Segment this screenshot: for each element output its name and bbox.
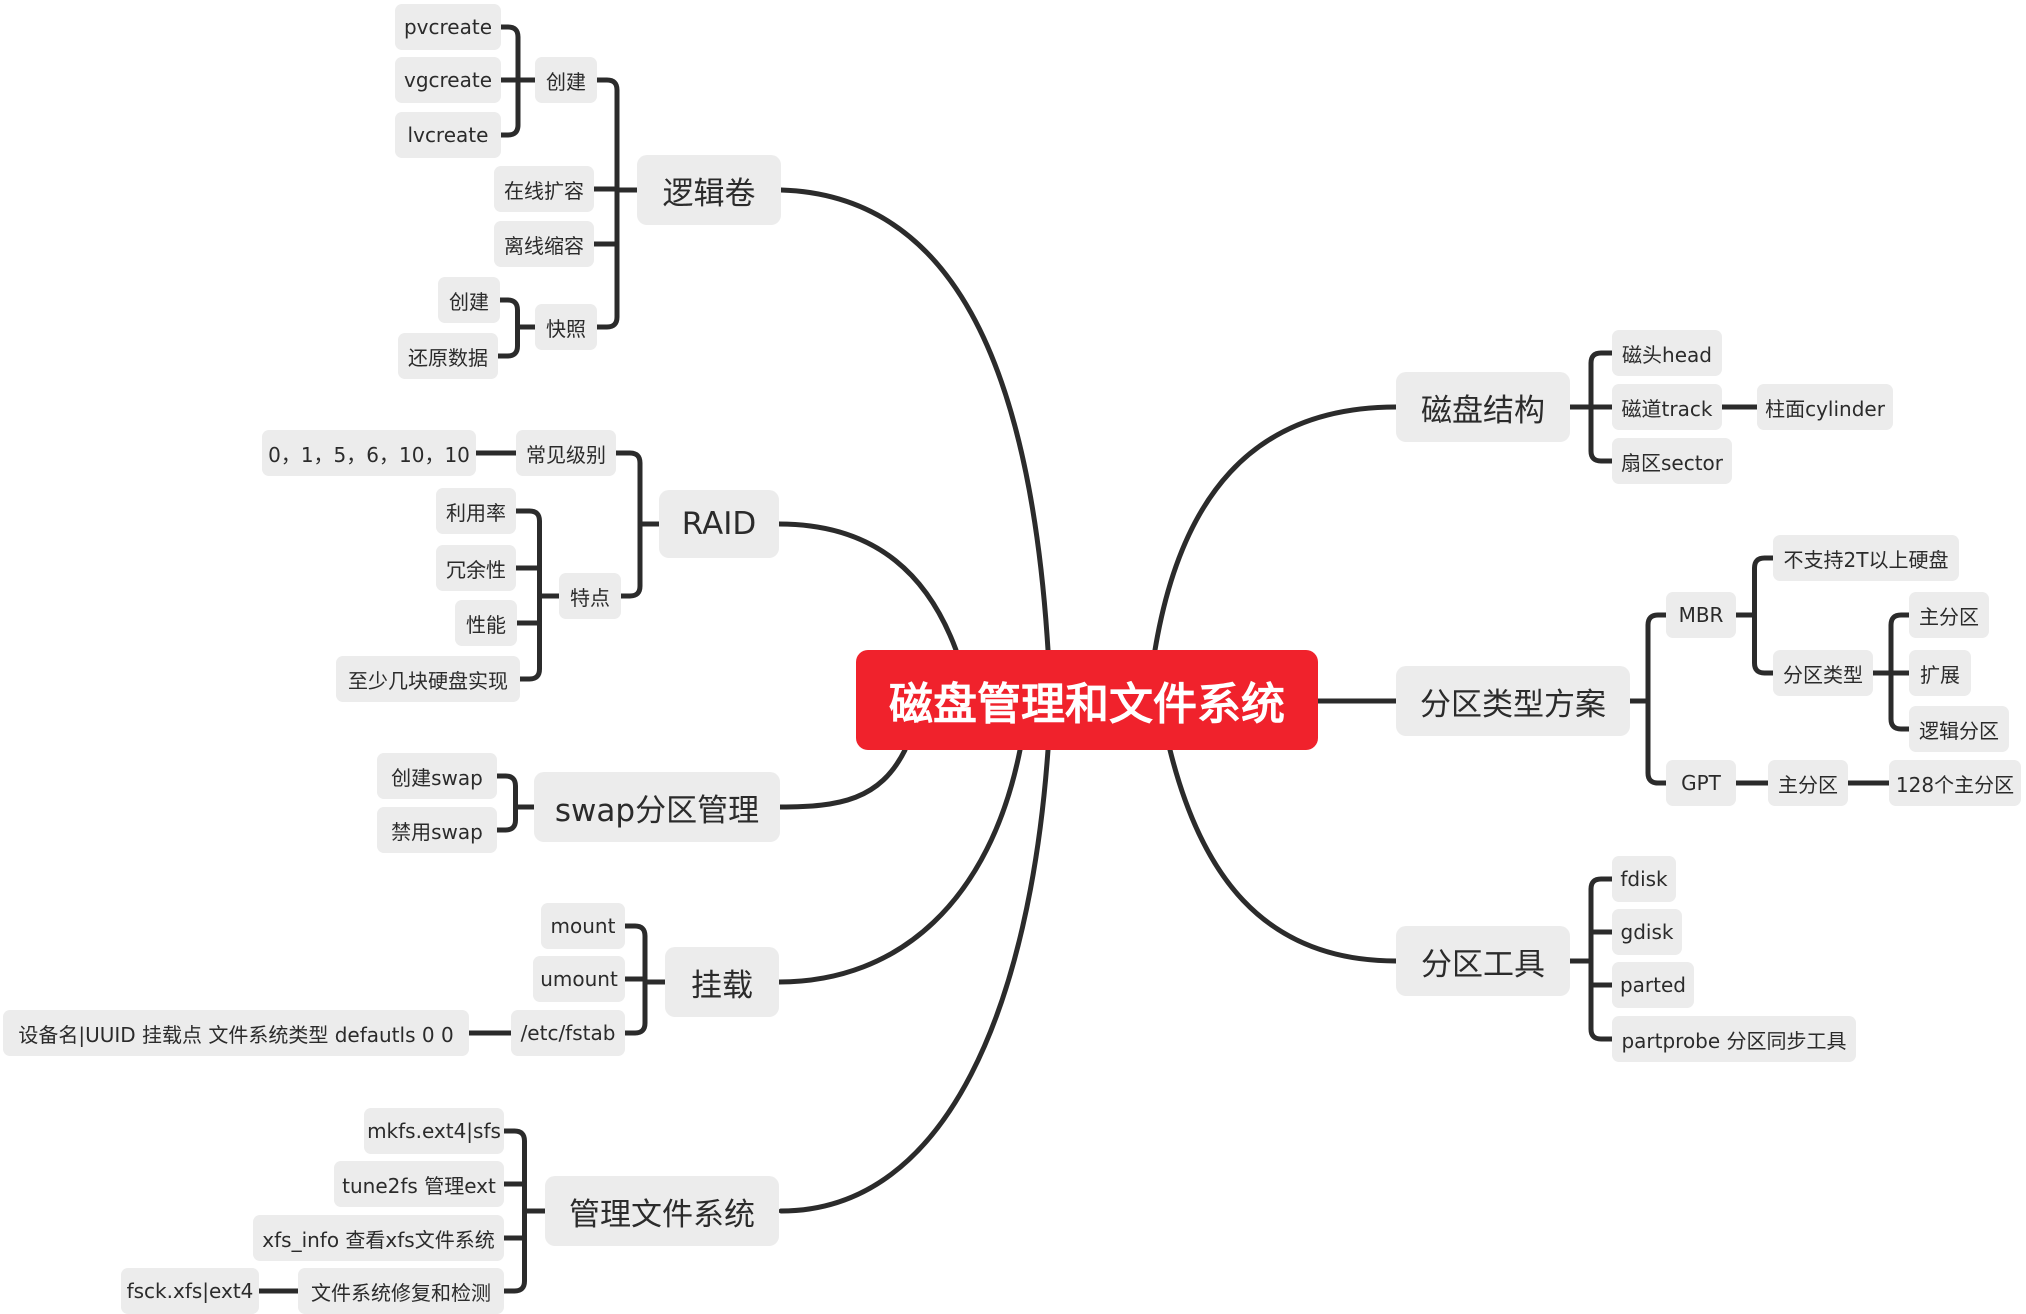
subtopic-lvcreate[interactable]: lvcreate [395, 112, 501, 158]
subtopic-create-swap[interactable]: 创建swap [377, 753, 497, 799]
fs-bracket [501, 1128, 527, 1294]
subtopic-fstab-format[interactable]: 设备名|UUID 挂载点 文件系统类型 defautls 0 0 [3, 1010, 469, 1056]
branch-filesystem [778, 747, 1051, 1214]
subtopic-parted[interactable]: parted [1612, 962, 1694, 1008]
subtopic-head[interactable]: 磁头head [1612, 330, 1722, 376]
branch-disk-structure [1152, 404, 1399, 653]
subtopic-raid-features[interactable]: 特点 [559, 573, 621, 619]
subtopic-fstab[interactable]: /etc/fstab [511, 1010, 625, 1056]
branch-swap [777, 747, 908, 810]
central-topic[interactable]: 磁盘管理和文件系统 [856, 650, 1318, 750]
subtopic-performance[interactable]: 性能 [455, 600, 517, 646]
subtopic-vgcreate[interactable]: vgcreate [395, 57, 501, 103]
subtopic-gpt-count[interactable]: 128个主分区 [1889, 760, 2021, 806]
subtopic-fs-repair[interactable]: 文件系统修复和检测 [298, 1268, 504, 1314]
topic-raid[interactable]: RAID [659, 490, 779, 558]
topic-partition-tools[interactable]: 分区工具 [1396, 926, 1570, 996]
subtopic-logical-partition[interactable]: 逻辑分区 [1909, 706, 2009, 752]
topic-filesystem[interactable]: 管理文件系统 [545, 1176, 779, 1246]
subtopic-mount-cmd[interactable]: mount [541, 903, 625, 949]
subtopic-umount-cmd[interactable]: umount [533, 956, 625, 1002]
subtopic-snapshot-create[interactable]: 创建 [438, 277, 500, 323]
swap-bracket [494, 773, 518, 833]
branch-raid [776, 521, 959, 653]
subtopic-disable-swap[interactable]: 禁用swap [377, 807, 497, 853]
topic-partition-scheme[interactable]: 分区类型方案 [1396, 666, 1630, 736]
subtopic-tune2fs[interactable]: tune2fs 管理ext [334, 1161, 504, 1207]
subtopic-fsck[interactable]: fsck.xfs|ext4 [121, 1268, 259, 1314]
topic-logical-volume[interactable]: 逻辑卷 [637, 155, 781, 225]
subtopic-mbr-types[interactable]: 分区类型 [1773, 650, 1873, 696]
subtopic-sector[interactable]: 扇区sector [1612, 438, 1732, 484]
subtopic-mkfs[interactable]: mkfs.ext4|sfs [364, 1108, 504, 1154]
subtopic-gpt[interactable]: GPT [1666, 760, 1736, 806]
subtopic-min-disks[interactable]: 至少几块硬盘实现 [336, 656, 520, 702]
subtopic-extended-partition[interactable]: 扩展 [1909, 650, 1971, 696]
mbr-bracket [1752, 555, 1776, 676]
subtopic-cylinder[interactable]: 柱面cylinder [1757, 384, 1893, 430]
topic-mount[interactable]: 挂载 [665, 947, 779, 1017]
branch-mount [776, 747, 1023, 985]
subtopic-gpt-primary[interactable]: 主分区 [1768, 760, 1848, 806]
subtopic-lv-create[interactable]: 创建 [535, 57, 597, 103]
branch-logical-volume [778, 187, 1051, 653]
branch-partition-tools [1167, 747, 1399, 964]
raid-feat-bracket [513, 508, 542, 682]
subtopic-redundancy[interactable]: 冗余性 [436, 545, 516, 591]
subtopic-utilization[interactable]: 利用率 [436, 488, 516, 534]
subtopic-fdisk[interactable]: fdisk [1612, 856, 1676, 902]
subtopic-mbr[interactable]: MBR [1666, 592, 1736, 638]
subtopic-xfs-info[interactable]: xfs_info 查看xfs文件系统 [253, 1215, 504, 1261]
tools-bracket [1588, 876, 1615, 1042]
topic-swap[interactable]: swap分区管理 [534, 772, 780, 842]
subtopic-snapshot[interactable]: 快照 [535, 304, 597, 350]
lv-snap-bracket [495, 297, 520, 359]
raid-bracket [613, 450, 643, 599]
subtopic-snapshot-restore[interactable]: 还原数据 [398, 333, 498, 379]
subtopic-pvcreate[interactable]: pvcreate [395, 4, 501, 50]
subtopic-online-extend[interactable]: 在线扩容 [494, 166, 594, 212]
subtopic-primary-partition[interactable]: 主分区 [1909, 592, 1989, 638]
topic-disk-structure[interactable]: 磁盘结构 [1396, 372, 1570, 442]
subtopic-raid-levels[interactable]: 常见级别 [516, 430, 616, 476]
subtopic-offline-shrink[interactable]: 离线缩容 [494, 221, 594, 267]
subtopic-raid-level-values[interactable]: 0，1，5，6，10，10 [262, 430, 476, 476]
subtopic-gdisk[interactable]: gdisk [1612, 909, 1682, 955]
subtopic-partprobe[interactable]: partprobe 分区同步工具 [1612, 1016, 1856, 1062]
lv-bracket [594, 77, 620, 330]
subtopic-track[interactable]: 磁道track [1612, 384, 1722, 430]
ptype-bracket [1645, 612, 1669, 786]
subtopic-mbr-limit[interactable]: 不支持2T以上硬盘 [1773, 535, 1959, 581]
